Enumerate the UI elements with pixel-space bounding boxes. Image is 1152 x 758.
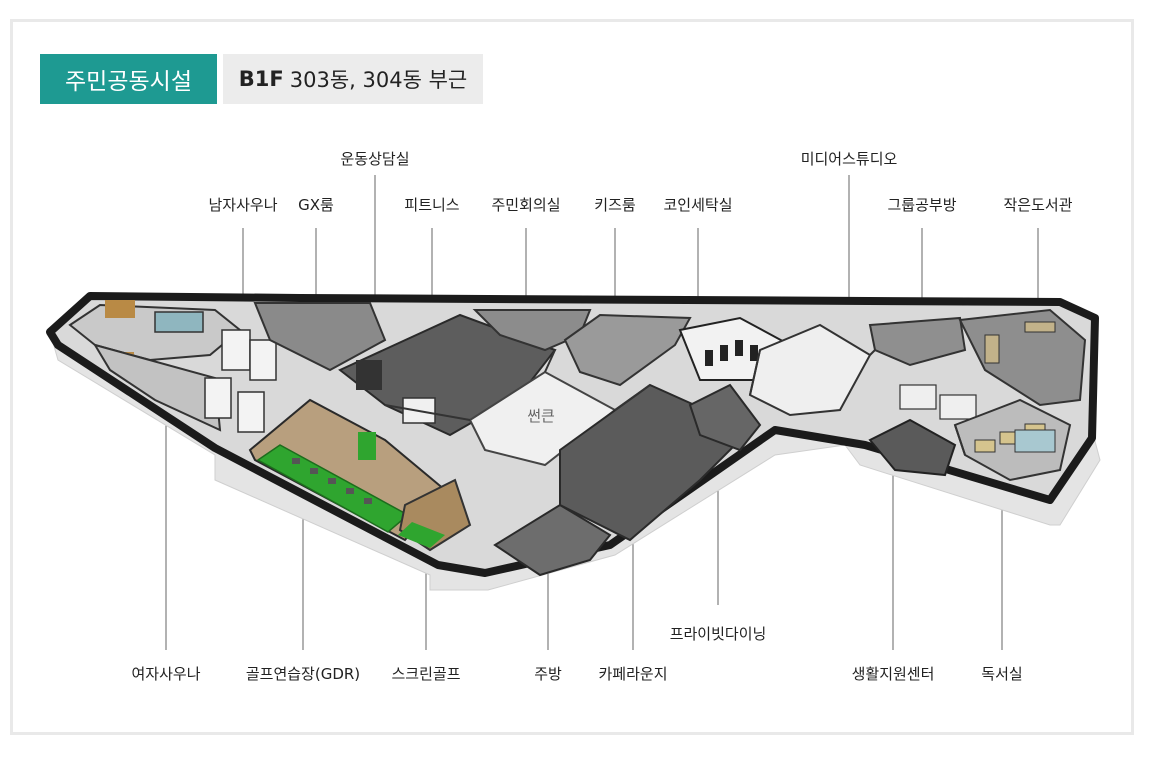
label-sunken: 썬큰 (527, 407, 555, 425)
private-dining-area (688, 383, 762, 452)
gx-room-area (253, 302, 387, 372)
laundry-units (705, 340, 758, 366)
partition-walls (384, 349, 966, 456)
floor-code: B1F (238, 67, 284, 91)
label-cafe-lounge: 카페라운지 (598, 665, 668, 683)
label-reading-room: 독서실 (981, 665, 1023, 683)
group-study-area (868, 316, 967, 367)
label-coin-laundry: 코인세탁실 (663, 196, 733, 214)
floor-location: 303동, 304동 부근 (289, 68, 468, 92)
label-kids-room: 키즈룸 (594, 196, 636, 214)
label-fitness: 피트니스 (404, 196, 460, 214)
label-community-meeting: 주민회의실 (491, 196, 561, 214)
community-meeting-area (472, 309, 592, 352)
category-label: 주민공동시설 (65, 69, 192, 95)
label-men-sauna: 남자사우나 (208, 196, 278, 214)
label-private-dining: 프라이빗다이닝 (669, 625, 767, 643)
life-support-area (868, 418, 957, 477)
label-exercise-counseling: 운동상담실 (340, 150, 410, 168)
sauna-wood-deck (105, 300, 135, 318)
kids-room-area (563, 313, 692, 387)
category-badge: 주민공동시설 (40, 54, 217, 104)
label-small-library: 작은도서관 (1003, 196, 1073, 214)
floor-badge: B1F 303동, 304동 부근 (223, 54, 483, 104)
library-shelves (984, 321, 1056, 364)
kitchen-area (493, 503, 612, 577)
label-gx-room: GX룸 (298, 196, 334, 214)
women-sauna-area (92, 343, 222, 432)
label-women-sauna: 여자사우나 (131, 665, 201, 683)
label-screen-golf: 스크린골프 (391, 665, 461, 683)
sauna-lockers (204, 329, 277, 433)
golf-bays (292, 458, 372, 504)
label-group-study: 그룹공부방 (887, 196, 957, 214)
sauna-pool (154, 311, 204, 333)
label-golf-gdr: 골프연습장(GDR) (245, 665, 361, 683)
label-kitchen: 주방 (534, 665, 562, 683)
label-media-studio: 미디어스튜디오 (800, 150, 898, 168)
label-life-support: 생활지원센터 (851, 665, 935, 683)
small-library-area (958, 308, 1087, 407)
